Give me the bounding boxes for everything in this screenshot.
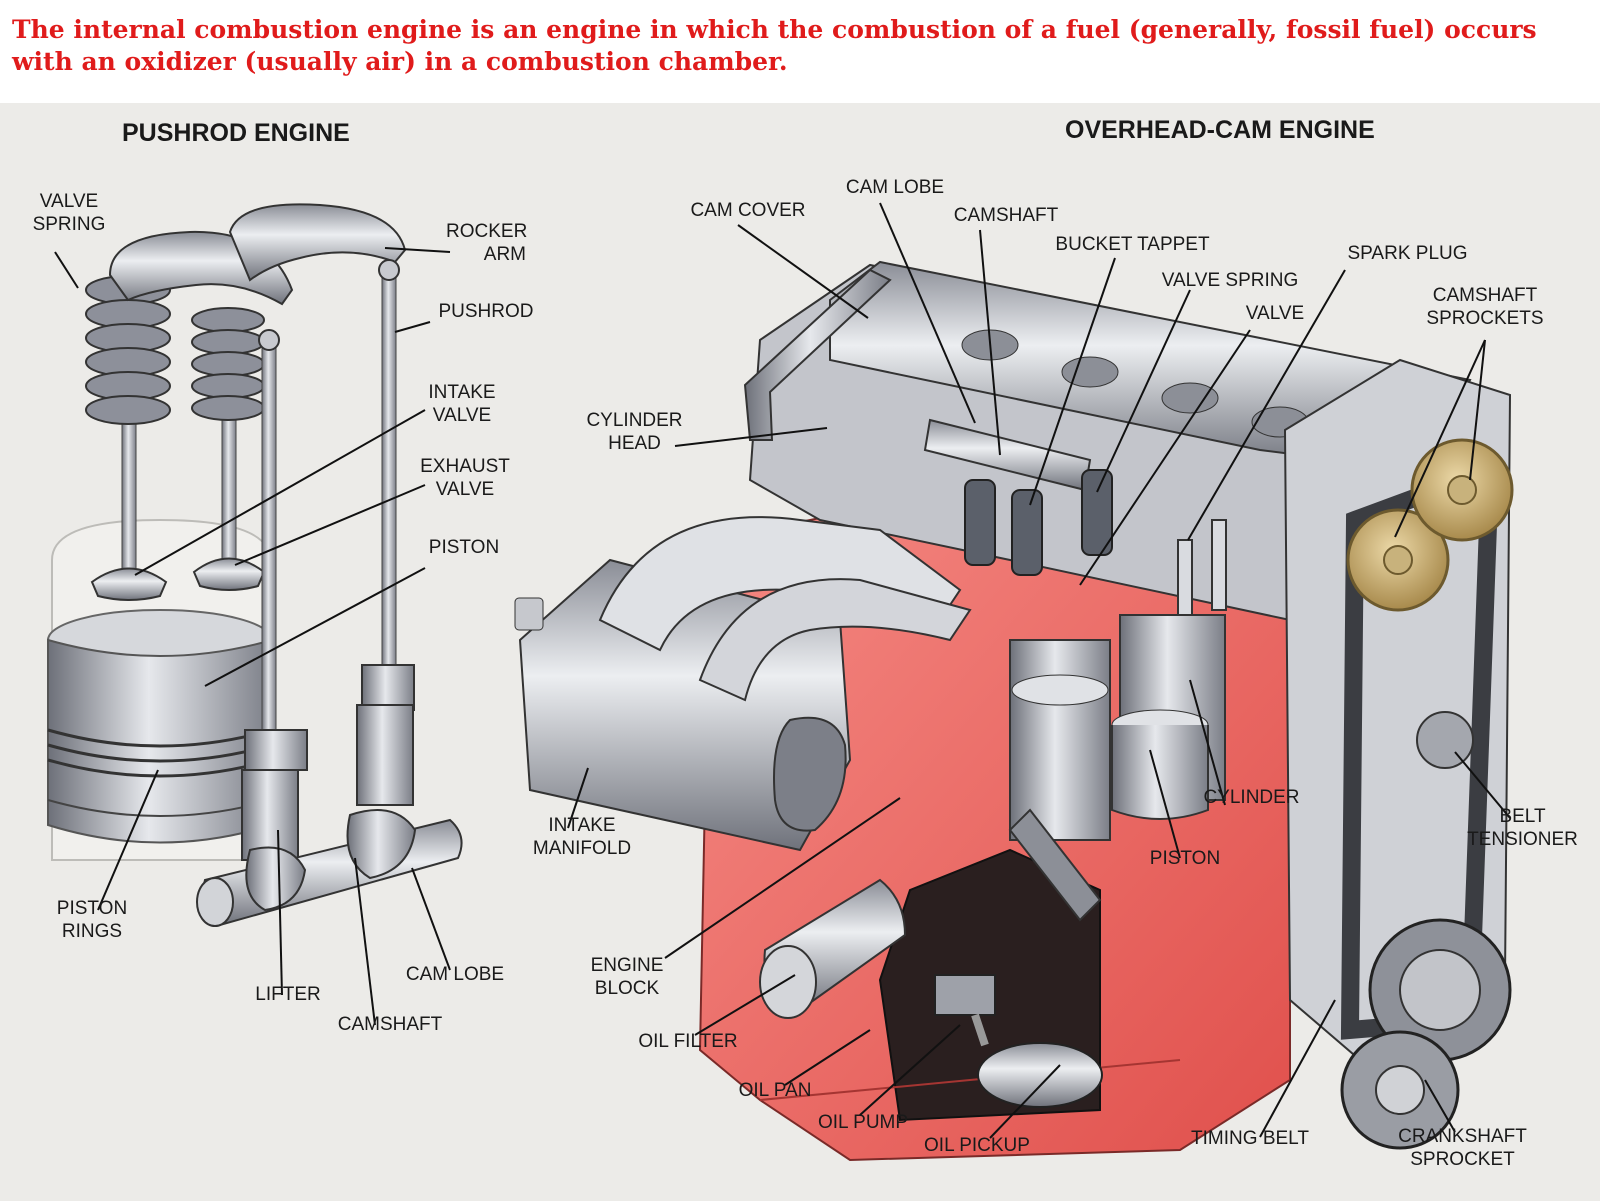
- label-cylinder-head: CYLINDER HEAD: [586, 410, 683, 454]
- oil-filter-shape: [759, 878, 907, 1019]
- label-cam-lobe-ohc: CAM LOBE: [845, 177, 945, 198]
- engine-illustration: PUSHROD ENGINE OVERHEAD-CAM ENGINE VALVE…: [0, 103, 1600, 1201]
- ohc-engine-title: OVERHEAD-CAM ENGINE: [1065, 116, 1375, 144]
- rocker-arm-shapes: [108, 203, 407, 306]
- label-piston-rings: PISTON RINGS: [56, 898, 128, 942]
- label-bucket-tappet: BUCKET TAPPET: [1055, 234, 1210, 255]
- label-lifter: LIFTER: [255, 984, 321, 1005]
- oil-pickup-shape: [977, 1042, 1103, 1108]
- label-oil-pickup: OIL PICKUP: [924, 1135, 1030, 1156]
- camshaft-shape: [196, 809, 463, 927]
- label-oil-pan: OIL PAN: [738, 1080, 812, 1101]
- label-engine-block: ENGINE BLOCK: [590, 955, 664, 999]
- label-camshaft-ohc: CAMSHAFT: [953, 205, 1059, 226]
- pushrod-engine-title: PUSHROD ENGINE: [122, 119, 350, 147]
- label-intake-valve: INTAKE VALVE: [428, 382, 496, 426]
- leader-lines: [54, 202, 1511, 1139]
- label-timing-belt: TIMING BELT: [1191, 1128, 1309, 1149]
- pushrod-shapes: [258, 259, 400, 741]
- lifter-shapes: [241, 664, 415, 861]
- label-valve-spring-ohc: VALVE SPRING: [1161, 270, 1299, 291]
- label-intake-manifold: INTAKE MANIFOLD: [532, 815, 632, 859]
- label-oil-pump: OIL PUMP: [817, 1112, 909, 1133]
- label-cam-cover: CAM COVER: [690, 200, 806, 221]
- label-valve: VALVE: [1245, 303, 1305, 324]
- camshaft-sprocket-shapes: [1346, 438, 1514, 612]
- label-belt-tensioner: BELT TENSIONER: [1467, 806, 1578, 850]
- ohc-engine-drawing: [514, 260, 1514, 1162]
- label-camshaft-sprockets: CAMSHAFT SPROCKETS: [1426, 285, 1544, 329]
- label-spark-plug: SPARK PLUG: [1347, 243, 1468, 264]
- label-cylinder: CYLINDER: [1203, 787, 1300, 808]
- label-piston-ohc: PISTON: [1149, 848, 1221, 869]
- valve-spring-shapes: [85, 275, 265, 425]
- belt-tensioner-shape: [1416, 711, 1474, 769]
- label-camshaft-pushrod: CAMSHAFT: [337, 1014, 443, 1035]
- label-exhaust-valve: EXHAUST VALVE: [420, 456, 510, 500]
- piston-shape: [47, 609, 273, 844]
- label-valve-spring: VALVE SPRING: [32, 191, 106, 235]
- label-oil-filter: OIL FILTER: [638, 1031, 738, 1052]
- label-pushrod: PUSHROD: [438, 301, 534, 322]
- label-crankshaft-sprocket: CRANKSHAFT SPROCKET: [1398, 1126, 1527, 1170]
- engine-artwork: [47, 202, 1514, 1162]
- crankshaft-sprocket-shape: [1340, 918, 1512, 1150]
- label-rocker-arm: ROCKER ARM: [446, 221, 528, 265]
- oil-pump-shape: [934, 974, 996, 1016]
- label-cam-lobe-pushrod: CAM LOBE: [405, 964, 505, 985]
- caption-text: The internal combustion engine is an eng…: [12, 15, 1537, 76]
- label-piston-pushrod: PISTON: [428, 537, 500, 558]
- intake-manifold-shape: [514, 516, 972, 852]
- pushrod-engine-drawing: [47, 203, 463, 927]
- ohc-valve-springs: [964, 469, 1113, 576]
